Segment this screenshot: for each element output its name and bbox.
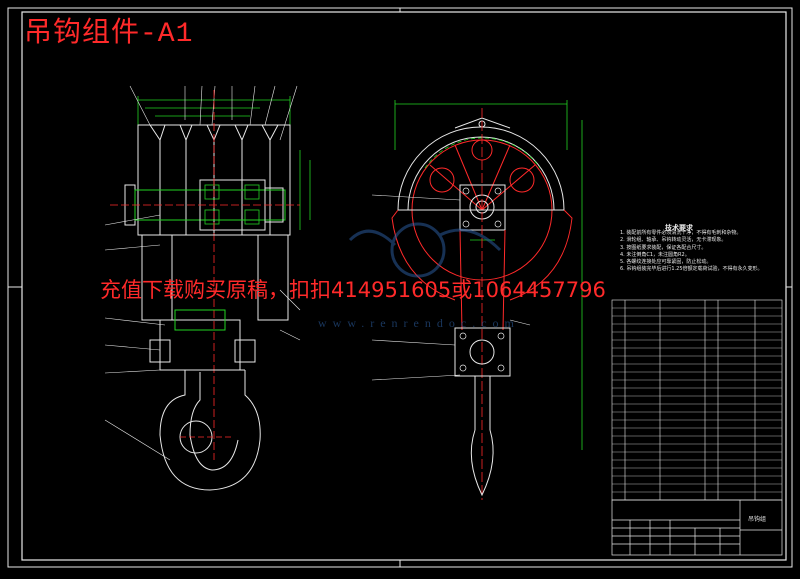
tech-note: 2. 滑轮组、轴承、吊钩转动灵活，无卡滞现象。 — [620, 237, 727, 244]
title-block-name: 吊钩组 — [748, 516, 767, 523]
tech-note: 1. 装配前所有零件必须清洗干净，不得有毛刺和杂物。 — [620, 230, 742, 236]
sheet-title: 吊钩组件-A1 — [24, 19, 194, 50]
tech-requirements-title: 技术要求 — [665, 224, 693, 232]
tech-note: 3. 按图纸要求装配，保证各配合尺寸。 — [620, 244, 707, 251]
tech-requirements-notes: 1. 装配前所有零件必须清洗干净，不得有毛刺和杂物。 2. 滑轮组、轴承、吊钩转… — [620, 230, 795, 274]
watermark-url: www.renrendoc.com — [318, 316, 520, 330]
parts-list — [611, 299, 783, 501]
watermark-logo — [348, 222, 502, 278]
tech-note: 4. 未注倒角C1，未注圆角R2。 — [620, 251, 690, 258]
parts-list-rows — [612, 307, 782, 493]
promo-overlay-text: 充值下载购买原稿，扣扣414951605或1064457796 — [100, 278, 606, 302]
front-view — [371, 100, 583, 500]
inner-border — [21, 11, 787, 561]
title-block — [611, 499, 783, 556]
tech-note: 6. 吊钩组装完毕后进行1.25倍额定载荷试验，不得有永久变形。 — [620, 266, 763, 273]
side-section-view — [104, 85, 311, 491]
tech-note: 5. 各螺纹连接处应可靠紧固，防止松动。 — [620, 259, 712, 266]
